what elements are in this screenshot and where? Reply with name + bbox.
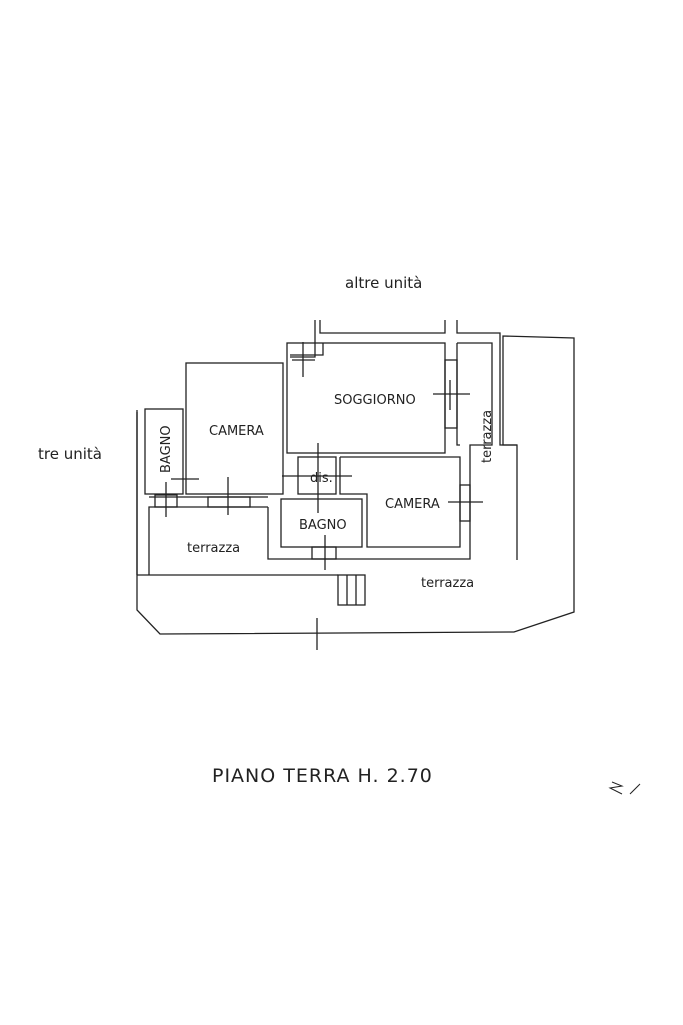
label-dis: dis. bbox=[310, 471, 333, 486]
label-terrazza-bottom: terrazza bbox=[421, 576, 474, 591]
label-camera-right: CAMERA bbox=[385, 497, 440, 512]
label-soggiorno: SOGGIORNO bbox=[334, 393, 416, 408]
north-arrow-icon bbox=[608, 781, 641, 795]
label-bagno-left: BAGNO bbox=[159, 425, 174, 473]
label-altre-unita: altre unità bbox=[345, 274, 422, 292]
label-terrazza-right: terrazza bbox=[480, 410, 495, 463]
room-camera-right bbox=[339, 456, 461, 548]
steps bbox=[337, 574, 366, 606]
label-camera-left: CAMERA bbox=[209, 424, 264, 439]
building-wall bbox=[290, 320, 316, 358]
label-bagno-center: BAGNO bbox=[299, 518, 347, 533]
door-markers bbox=[165, 342, 483, 650]
plan-title: PIANO TERRA H. 2.70 bbox=[212, 765, 433, 787]
label-terrazza-left: terrazza bbox=[187, 541, 240, 556]
building-wall bbox=[319, 320, 446, 334]
room-bagno-left bbox=[144, 408, 184, 495]
building-wall bbox=[290, 343, 324, 356]
room-camera-left bbox=[185, 362, 284, 495]
building-wall bbox=[267, 342, 493, 560]
building-wall bbox=[456, 320, 517, 446]
label-tre-unita: tre unità bbox=[38, 445, 102, 463]
